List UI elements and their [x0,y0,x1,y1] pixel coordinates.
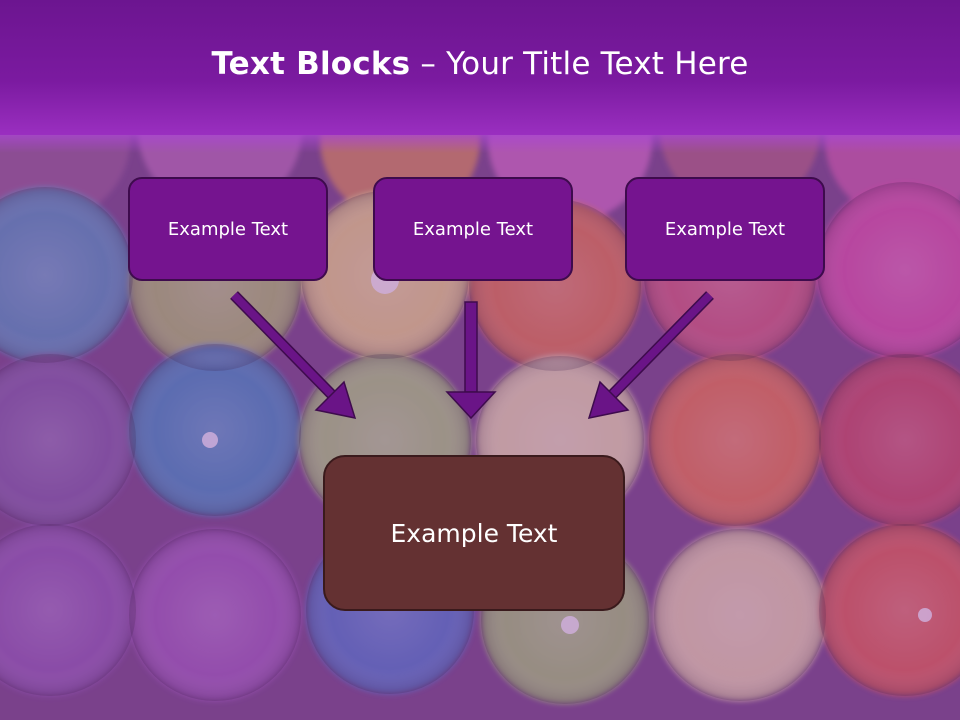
text-block-label: Example Text [664,218,786,240]
center-down-arrow [445,301,497,420]
text-block-label: Example Text [390,518,558,548]
text-block-top-left[interactable]: Example Text [128,177,328,281]
left-diagonal-arrow [230,291,357,419]
title-dash: – [420,45,437,82]
text-block-label: Example Text [167,218,289,240]
slide-title: Text Blocks – Your Title Text Here [211,46,748,82]
title-rest-part: Your Title Text Here [446,45,749,82]
slide-header: Text Blocks – Your Title Text Here [0,0,960,153]
text-block-top-right[interactable]: Example Text [625,177,825,281]
text-block-bottom[interactable]: Example Text [323,455,625,611]
right-diagonal-arrow [587,291,714,419]
text-block-label: Example Text [412,218,534,240]
text-block-top-center[interactable]: Example Text [373,177,573,281]
title-bold-part: Text Blocks [211,45,411,82]
